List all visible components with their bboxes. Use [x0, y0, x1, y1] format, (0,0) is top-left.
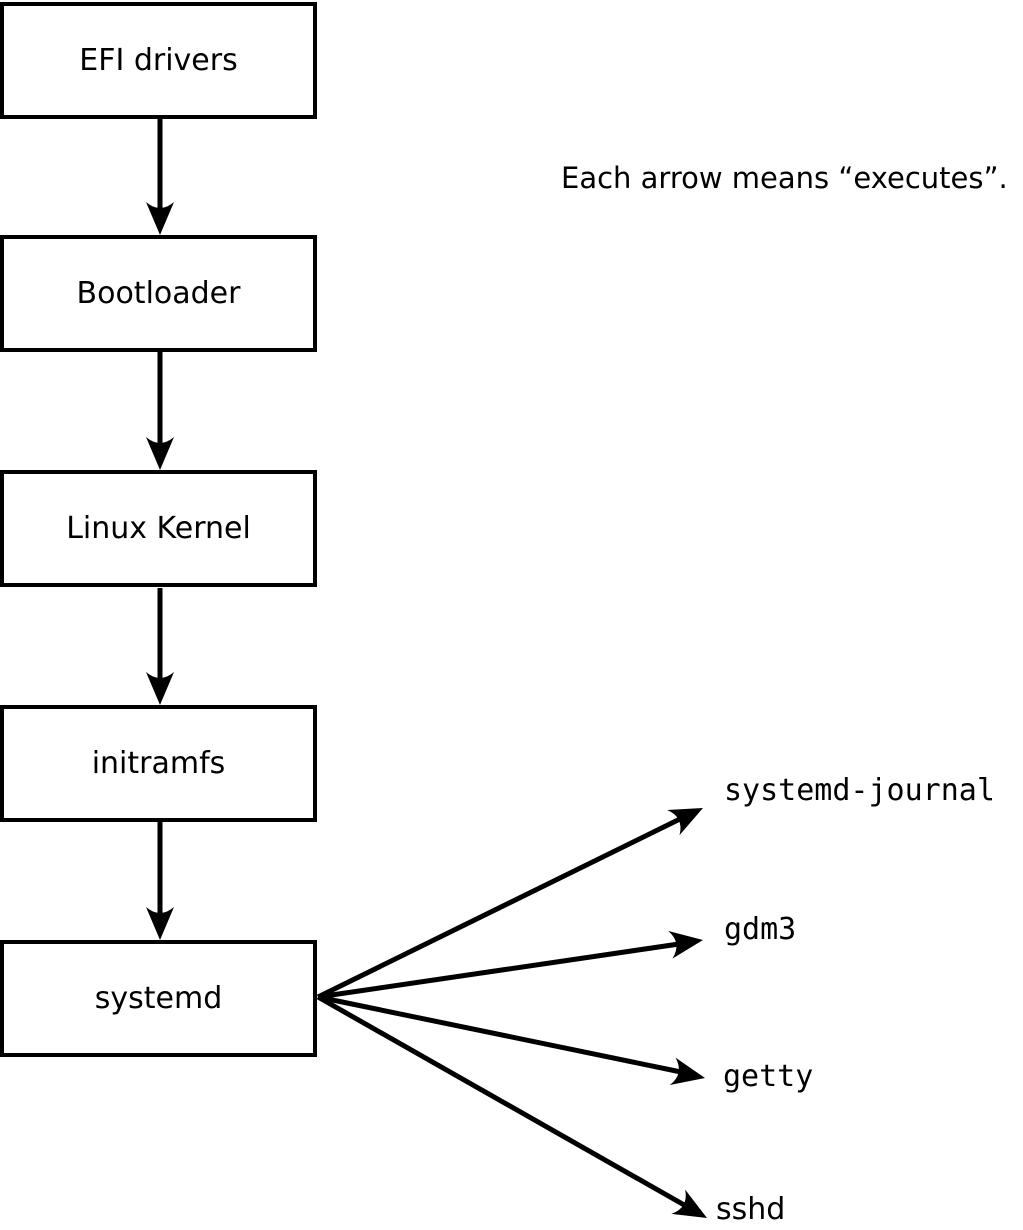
- arrow-systemd-to-systemd-journal: [316, 808, 703, 1000]
- arrow-bootloader-to-kernel: [146, 352, 174, 470]
- box-efi-drivers: EFI drivers: [0, 2, 317, 119]
- box-linux-kernel-label: Linux Kernel: [66, 511, 251, 546]
- arrow-systemd-to-sshd: [316, 994, 707, 1218]
- box-bootloader: Bootloader: [0, 235, 317, 352]
- arrow-kernel-to-initramfs: [146, 588, 174, 705]
- arrow-systemd-to-getty: [317, 994, 705, 1086]
- arrow-efi-to-bootloader: [146, 119, 174, 235]
- label-getty: getty: [723, 1059, 814, 1094]
- label-gdm3: gdm3: [724, 912, 797, 947]
- box-initramfs-label: initramfs: [91, 746, 226, 781]
- box-initramfs: initramfs: [0, 705, 317, 822]
- label-systemd-journal: systemd-journal: [724, 773, 995, 808]
- box-systemd: systemd: [0, 940, 317, 1057]
- box-efi-drivers-label: EFI drivers: [79, 43, 238, 78]
- legend-note: Each arrow means “executes”.: [561, 161, 1008, 195]
- label-sshd: sshd: [716, 1192, 786, 1227]
- arrow-systemd-to-gdm3: [317, 930, 703, 1000]
- arrow-initramfs-to-systemd: [146, 822, 174, 940]
- box-systemd-label: systemd: [94, 981, 223, 1016]
- box-linux-kernel: Linux Kernel: [0, 470, 317, 587]
- box-bootloader-label: Bootloader: [76, 276, 241, 311]
